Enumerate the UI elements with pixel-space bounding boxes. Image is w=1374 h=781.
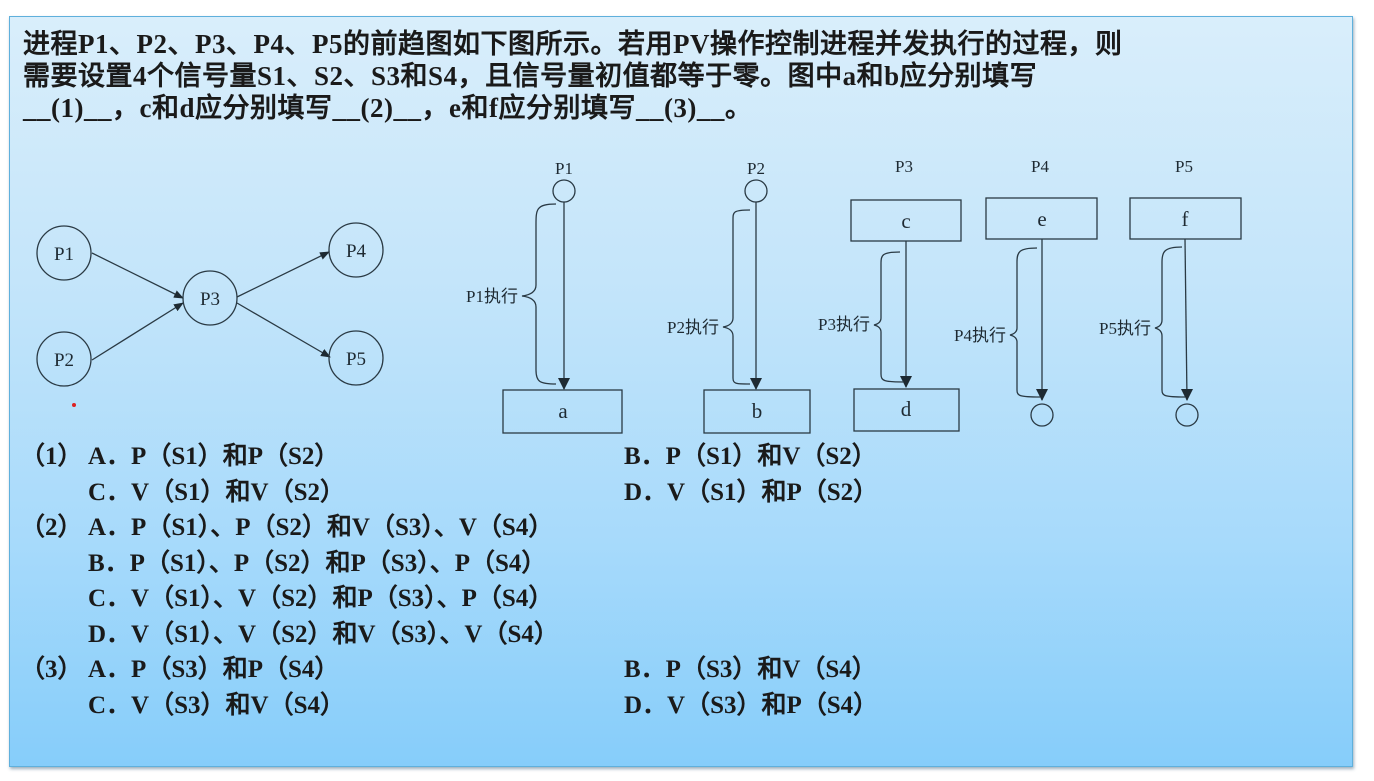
p3-title: P3: [895, 157, 913, 176]
p4-end-circle: [1030, 403, 1054, 427]
q1-option-c[interactable]: C．V（S1）和V（S2）: [88, 478, 345, 506]
q3-row-1: （3） A．P（S3）和P（S4） B．P（S3）和V（S4）: [20, 652, 1320, 688]
q1-row-1: （1） A．P（S1）和P（S2） B．P（S1）和V（S2）: [20, 439, 1320, 475]
p5-end-circle: [1175, 403, 1199, 427]
p3-brace: [873, 251, 905, 383]
p5-exec-arrow: [1181, 238, 1193, 401]
node-p2: [36, 331, 92, 387]
q1-option-d[interactable]: D．V（S1）和P（S2）: [624, 478, 879, 506]
box-a-label: a: [558, 399, 568, 423]
p5-brace: [1154, 246, 1186, 398]
node-p5-label: P5: [346, 349, 366, 370]
edge-p1-p3: [91, 252, 184, 299]
precedence-graph: [36, 222, 384, 387]
q3-option-c[interactable]: C．V（S3）和V（S4）: [88, 691, 345, 719]
box-b-label: b: [752, 399, 763, 423]
p4-brace: [1009, 247, 1041, 398]
q2-row-4: D．V（S1）、V（S2）和V（S3）、V（S4）: [20, 617, 1320, 653]
p3-box-d: [853, 388, 960, 432]
q1-row-2: C．V（S1）和V（S2） D．V（S1）和P（S2）: [20, 475, 1320, 511]
question-line-2: 需要设置4个信号量S1、S2、S3和S4，且信号量初值都等于零。图中a和b应分别…: [23, 61, 1038, 91]
edge-p3-p5: [236, 302, 331, 358]
p2-title: P2: [747, 159, 765, 178]
p1-start-circle: [552, 179, 576, 203]
node-p2-label: P2: [54, 350, 74, 371]
q1-number: （1）: [20, 443, 83, 470]
p2-brace: [722, 209, 751, 385]
question-line-1: 进程P1、P2、P3、P4、P5的前趋图如下图所示。若用PV操作控制进程并发执行…: [23, 29, 1123, 59]
q3-row-2: C．V（S3）和V（S4） D．V（S3）和P（S4）: [20, 688, 1320, 724]
p1-box-a: [502, 389, 623, 434]
box-f-label: f: [1182, 207, 1189, 231]
q3-number: （3）: [20, 656, 83, 683]
p1-brace: [521, 203, 557, 385]
p2-start-circle: [744, 179, 768, 203]
node-p1-label: P1: [54, 244, 74, 265]
edge-p2-p3: [91, 302, 184, 361]
p4-title: P4: [1031, 157, 1049, 176]
q3-option-d[interactable]: D．V（S3）和P（S4）: [624, 691, 879, 719]
p3-exec-label: P3执行: [818, 315, 870, 334]
node-p3: [182, 270, 238, 326]
cursor-dot: [72, 403, 76, 407]
q2-option-a[interactable]: A．P（S1）、P（S2）和V（S3）、V（S4）: [88, 514, 554, 541]
q2-row-1: （2） A．P（S1）、P（S2）和V（S3）、V（S4）: [20, 510, 1320, 546]
q2-option-d[interactable]: D．V（S1）、V（S2）和V（S3）、V（S4）: [88, 620, 559, 648]
box-e-label: e: [1037, 207, 1046, 231]
q2-option-b[interactable]: B．P（S1）、P（S2）和P（S3）、P（S4）: [88, 549, 547, 577]
answer-options: （1） A．P（S1）和P（S2） B．P（S1）和V（S2） C．V（S1）和…: [20, 439, 1320, 723]
p1-exec-label: P1执行: [466, 287, 518, 306]
p2-box-b: [703, 389, 811, 434]
question-text: 进程P1、P2、P3、P4、P5的前趋图如下图所示。若用PV操作控制进程并发执行…: [23, 28, 1333, 124]
q1-option-b[interactable]: B．P（S1）和V（S2）: [624, 443, 877, 470]
q2-number: （2）: [20, 514, 83, 541]
question-line-3: __(1)__，c和d应分别填写__(2)__，e和f应分别填写__(3)__。: [23, 93, 753, 123]
q2-row-2: B．P（S1）、P（S2）和P（S3）、P（S4）: [20, 546, 1320, 582]
node-p1: [36, 225, 92, 281]
box-d-label: d: [901, 397, 912, 421]
q1-option-a[interactable]: A．P（S1）和P（S2）: [88, 443, 340, 470]
q3-option-a[interactable]: A．P（S3）和P（S4）: [88, 656, 340, 683]
p4-exec-label: P4执行: [954, 326, 1006, 345]
q2-option-c[interactable]: C．V（S1）、V（S2）和P（S3）、P（S4）: [88, 585, 554, 612]
slide-frame: [9, 16, 1353, 767]
node-p3-label: P3: [200, 289, 220, 310]
q3-option-b[interactable]: B．P（S3）和V（S4）: [624, 656, 877, 683]
p5-exec-label: P5执行: [1099, 319, 1151, 338]
q2-row-3: C．V（S1）、V（S2）和P（S3）、P（S4）: [20, 581, 1320, 617]
box-c-label: c: [901, 209, 910, 233]
p2-exec-label: P2执行: [667, 318, 719, 337]
node-p4: [328, 222, 384, 278]
node-p5: [328, 330, 384, 386]
edge-p3-p4: [236, 251, 330, 298]
node-p4-label: P4: [346, 241, 367, 262]
p1-title: P1: [555, 159, 573, 178]
p5-title: P5: [1175, 157, 1193, 176]
